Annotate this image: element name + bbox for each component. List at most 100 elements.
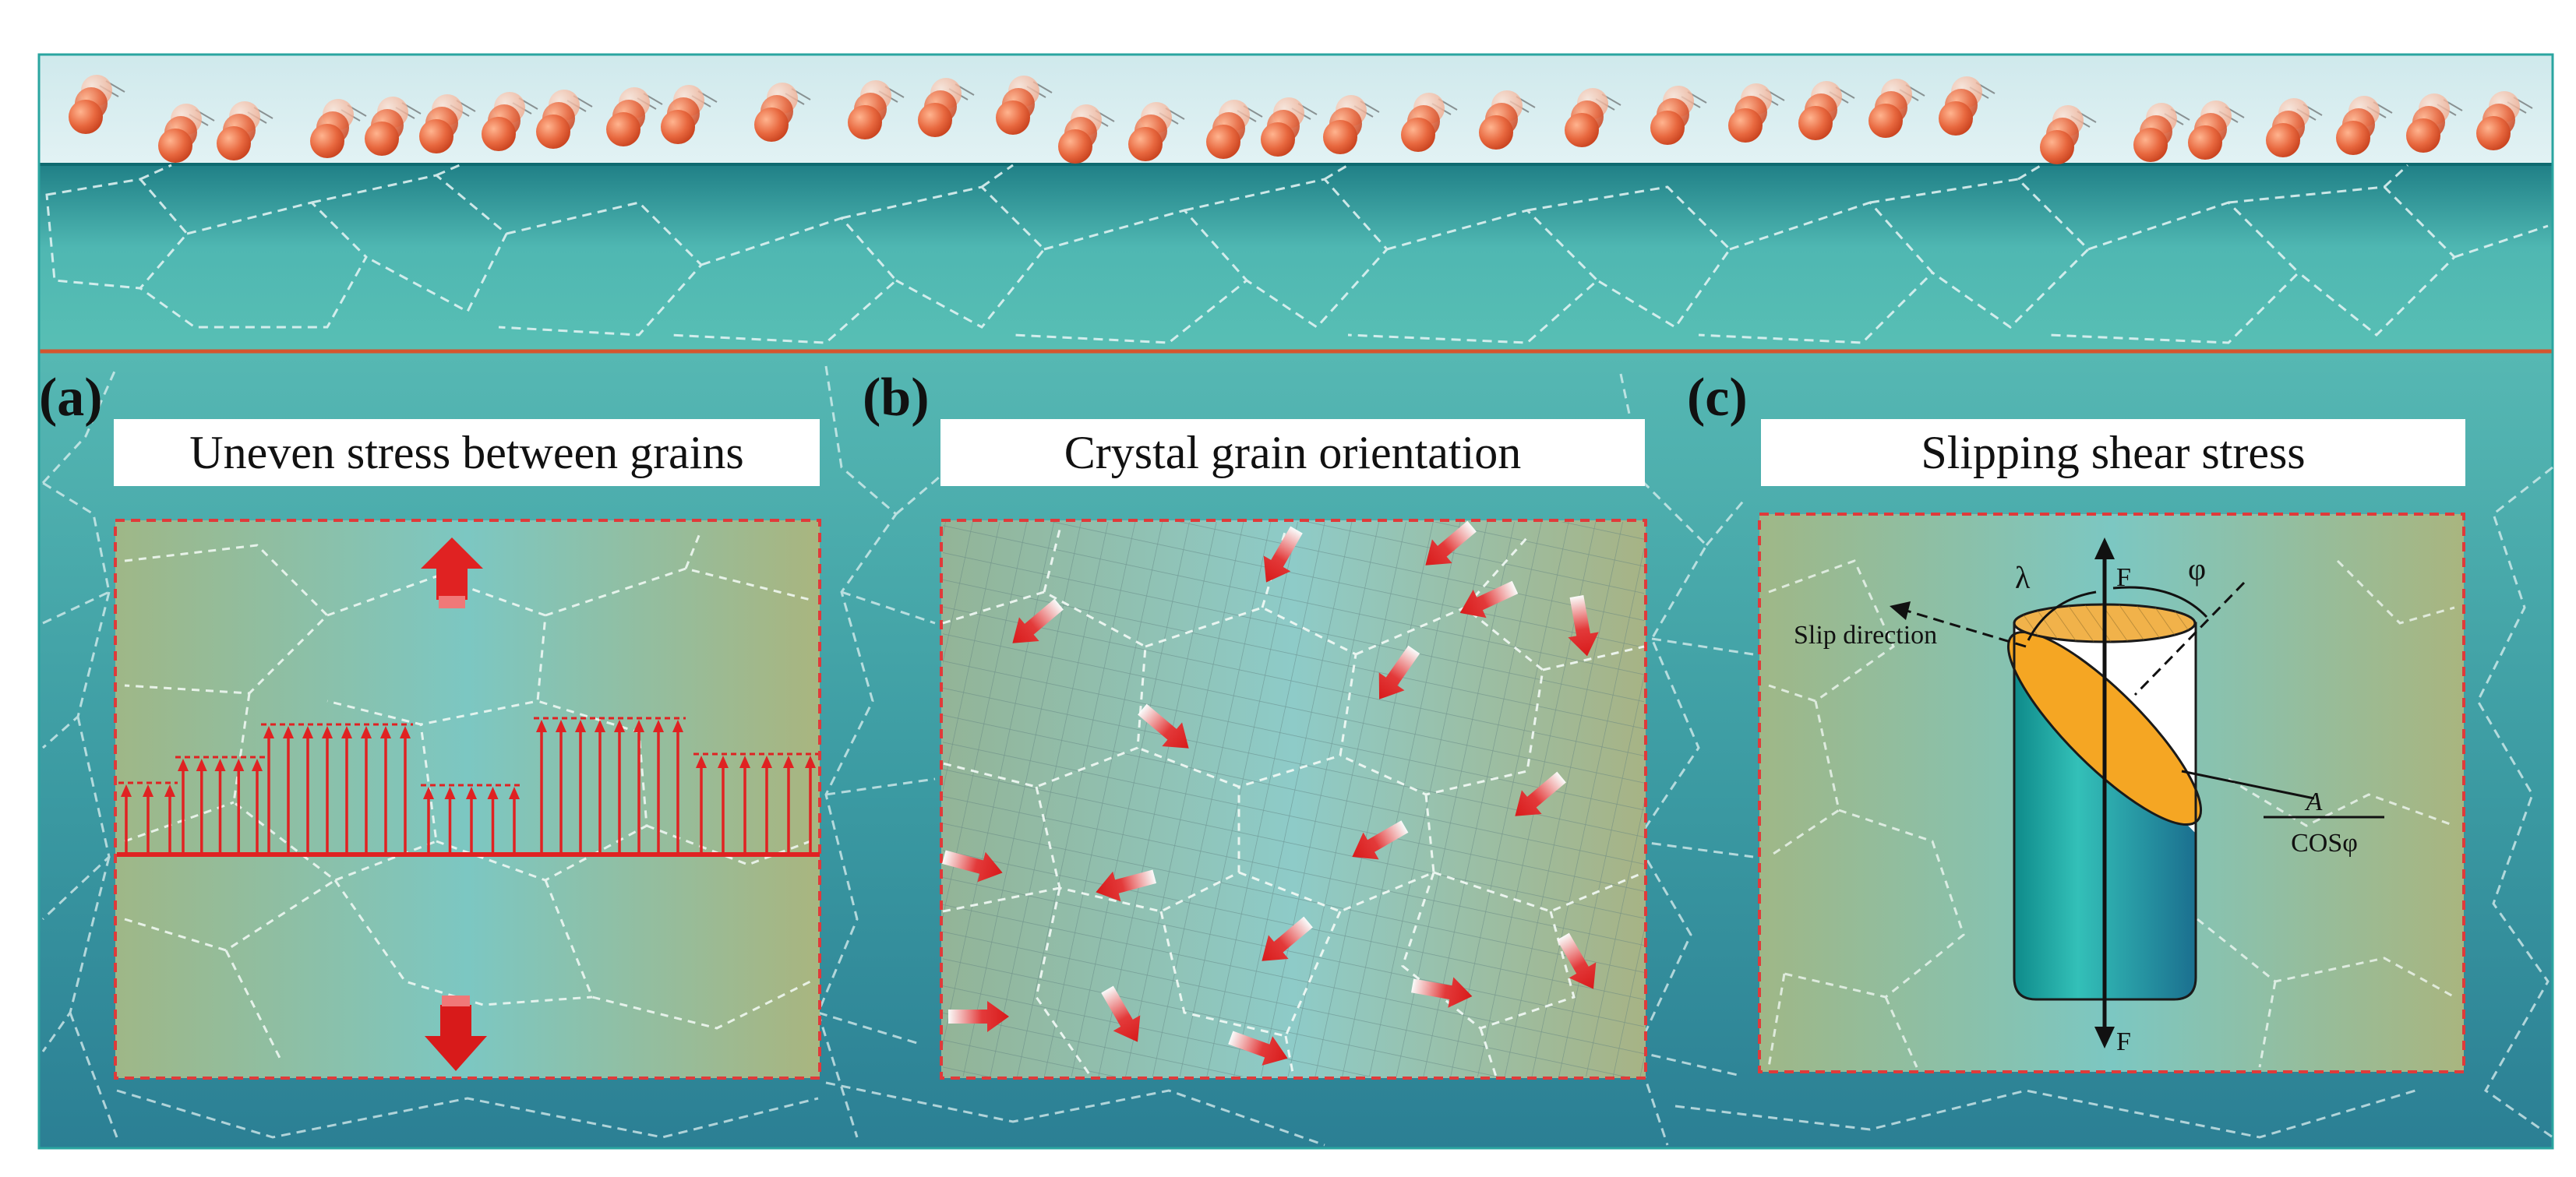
figure-border	[37, 53, 2554, 1150]
particle	[1565, 88, 1621, 147]
stress-distribution-arrows	[118, 717, 818, 853]
orientation-arrow	[1568, 595, 1599, 657]
particle	[918, 78, 975, 137]
orientation-arrow	[1228, 1031, 1288, 1066]
stress-arrowhead	[761, 756, 772, 768]
panel-c-grains	[1767, 559, 2455, 1068]
particle	[1868, 79, 1925, 138]
stress-arrowhead	[633, 720, 644, 732]
orientation-arrow	[1138, 703, 1189, 749]
stress-arrowhead	[178, 759, 189, 771]
particle	[2476, 91, 2533, 150]
phi-arc	[2112, 586, 2208, 618]
particle	[69, 75, 125, 134]
stress-arrowhead	[121, 784, 132, 797]
stress-arrowhead	[614, 720, 625, 732]
panel-c: F F λ φ Slip direction A COSφ (c)	[1687, 368, 2465, 1073]
stress-arrowhead	[302, 726, 313, 738]
stress-arrowhead	[263, 726, 274, 738]
panel-a: (a)	[39, 368, 821, 1080]
stress-arrowhead	[380, 726, 391, 738]
stress-arrowhead	[233, 759, 245, 771]
stress-arrowhead	[556, 720, 566, 732]
phi-label: φ	[2188, 551, 2206, 587]
particle	[1401, 93, 1458, 152]
particle	[419, 94, 476, 153]
panel-a-letter: (a)	[39, 368, 103, 428]
grain-boundaries-upper	[45, 164, 2549, 344]
stress-arrowhead	[595, 720, 605, 732]
force-arrow-bottom	[2094, 1027, 2115, 1048]
stress-arrowhead	[805, 756, 816, 768]
plane-normal-line	[2133, 581, 2246, 696]
grain-boundaries-lower	[41, 365, 2553, 1147]
particle	[482, 92, 538, 151]
orientation-arrow	[1352, 820, 1409, 860]
particle	[1058, 104, 1115, 164]
stress-arrowhead	[164, 784, 175, 797]
stress-arrowhead	[322, 726, 333, 738]
stress-arrowhead	[341, 726, 352, 738]
stress-arrowhead	[444, 787, 456, 799]
stress-arrowhead	[696, 756, 707, 768]
stress-arrowhead	[214, 759, 226, 771]
orientation-arrow	[1096, 869, 1157, 902]
particle	[2336, 96, 2393, 155]
area-numerator: A	[2305, 788, 2323, 816]
orientation-arrow	[1012, 598, 1064, 643]
stress-arrowhead	[509, 787, 520, 799]
orientation-arrow	[941, 850, 1003, 883]
particle	[661, 85, 718, 144]
particle	[310, 99, 367, 158]
stress-arrowhead	[487, 787, 499, 799]
particle	[754, 83, 811, 142]
stress-arrowhead	[252, 759, 263, 771]
stress-arrowhead	[361, 726, 372, 738]
particle	[2406, 93, 2463, 153]
stress-arrowhead	[672, 720, 683, 732]
slip-direction-label: Slip direction	[1794, 621, 1937, 650]
particle	[1939, 76, 1996, 136]
panel-b-grains	[942, 529, 1645, 1077]
particle	[1128, 102, 1185, 161]
orientation-arrow	[1411, 977, 1473, 1008]
orientation-arrow	[1378, 645, 1420, 700]
particle	[365, 97, 422, 156]
particle	[1798, 81, 1855, 140]
particle	[2133, 103, 2190, 162]
stress-arrowhead	[739, 756, 750, 768]
tension-down-arrow-fade	[442, 996, 470, 1006]
force-arrow-top	[2094, 537, 2115, 559]
particle	[1206, 100, 1263, 159]
panel-b: (b)	[863, 368, 1647, 1080]
slip-direction-line	[1900, 608, 2027, 648]
stress-arrowhead	[718, 756, 729, 768]
particle	[536, 90, 593, 149]
stress-arrowhead	[653, 720, 664, 732]
tension-down-arrow	[425, 1005, 487, 1071]
particle	[158, 104, 215, 163]
stress-arrowhead	[196, 759, 207, 771]
substrate-surface-band	[39, 164, 2553, 351]
panel-c-title: Slipping shear stress	[1761, 419, 2465, 486]
particle	[1479, 90, 1536, 150]
particle	[1261, 97, 1318, 157]
particle	[2188, 100, 2245, 160]
stress-arrowhead	[283, 726, 294, 738]
impact-particles	[69, 75, 2533, 164]
orientation-arrow	[1459, 580, 1519, 618]
stress-arrowhead	[423, 787, 434, 799]
orientation-arrow	[1425, 520, 1477, 566]
area-denominator: COSφ	[2291, 829, 2358, 858]
particle	[2040, 105, 2097, 164]
grain-orientation-arrows	[941, 520, 1599, 1066]
stress-arrowhead	[536, 720, 547, 732]
panel-c-letter: (c)	[1687, 368, 1748, 428]
particle	[1650, 86, 1707, 145]
force-label-bottom: F	[2116, 1027, 2131, 1056]
tension-up-arrow	[421, 537, 483, 600]
orientation-arrow	[1101, 985, 1141, 1042]
particle	[1728, 83, 1785, 143]
particle	[996, 76, 1053, 135]
